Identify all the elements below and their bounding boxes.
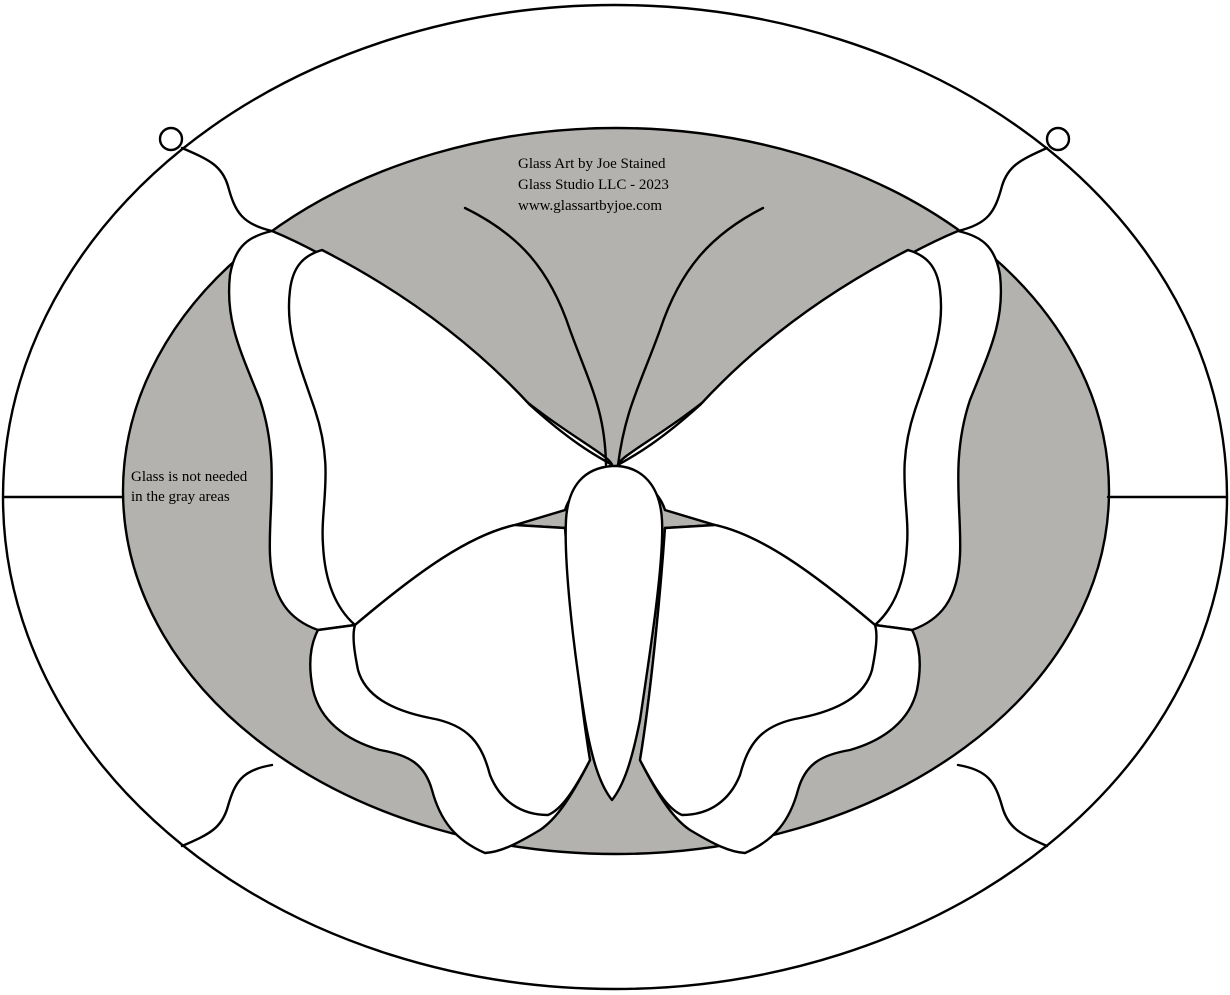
top-left-connector	[180, 146, 274, 233]
left-lower-wing-inner	[352, 523, 592, 817]
right-antenna	[616, 206, 765, 467]
right-lower-wing-inner	[638, 523, 878, 817]
credit-line-1: Glass Art by Joe Stained	[518, 156, 666, 172]
credit-line-2: Glass Studio LLC - 2023	[518, 177, 669, 193]
credit-line-3: www.glassartbyjoe.com	[518, 198, 662, 214]
butterfly-body	[564, 464, 664, 802]
bottom-left-connector	[180, 763, 274, 848]
top-right-connector	[956, 146, 1049, 233]
bottom-right-connector	[956, 763, 1049, 848]
butterfly	[227, 206, 1003, 855]
right-hanging-loop	[1045, 126, 1071, 152]
gray-area-note: Glass is not needed in the gray areas	[131, 469, 248, 505]
note-line-1: Glass is not needed	[131, 469, 248, 485]
note-line-2: in the gray areas	[131, 489, 230, 505]
left-hanging-loop	[158, 126, 184, 152]
left-antenna	[463, 206, 608, 467]
credit-text: Glass Art by Joe Stained Glass Studio LL…	[518, 156, 669, 214]
